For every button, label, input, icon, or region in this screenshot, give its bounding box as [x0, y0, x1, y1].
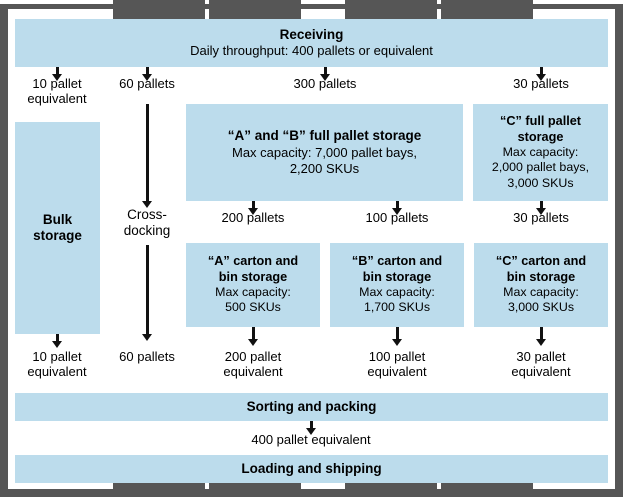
- b-carton-bin-storage-title: “B” carton and bin storage: [351, 254, 443, 284]
- flow-label-receiving-c: 30 pallets: [513, 76, 569, 91]
- dock-door-top-1: [113, 0, 205, 19]
- loading-and-shipping-title: Loading and shipping: [241, 460, 382, 476]
- c-full-pallet-storage-title: “C” full pallet storage: [499, 114, 582, 144]
- flow-label-c-carton-in: 30 pallets: [513, 210, 569, 225]
- flow-label-receiving-crossdock: 60 pallets: [119, 76, 175, 91]
- crossdocking-label: Cross- docking: [123, 207, 171, 238]
- sorting-and-packing-title: Sorting and packing: [246, 398, 377, 414]
- c-full-pallet-storage-box: “C” full pallet storage Max capacity: 2,…: [473, 104, 608, 201]
- flow-label-b-carton-in: 100 pallets: [365, 210, 429, 225]
- a-carton-bin-storage-box: “A” carton and bin storage Max capacity:…: [186, 243, 320, 327]
- dock-door-top-2: [209, 0, 301, 19]
- c-carton-bin-storage-box: “C” carton and bin storage Max capacity:…: [474, 243, 608, 327]
- flow-label-receiving-bulk: 10 pallet equivalent: [27, 76, 87, 107]
- flow-label-b-carton-out: 100 pallet equivalent: [367, 349, 427, 380]
- flow-label-bulk-out: 10 pallet equivalent: [27, 349, 87, 380]
- receiving-subtitle: Daily throughput: 400 pallets or equival…: [190, 43, 433, 59]
- flow-label-a-carton-in: 200 pallets: [221, 210, 285, 225]
- a-carton-bin-storage-title: “A” carton and bin storage: [207, 254, 299, 284]
- loading-and-shipping-box: Loading and shipping: [15, 455, 608, 483]
- flow-label-receiving-ab: 300 pallets: [293, 76, 357, 91]
- flow-label-sorting-output: 400 pallet equivalent: [251, 432, 371, 447]
- bulk-storage-title: Bulk storage: [33, 211, 82, 243]
- warehouse-wall-bottom: [4, 489, 619, 497]
- c-full-pallet-storage-subtitle: Max capacity: 2,000 pallet bays, 3,000 S…: [491, 145, 590, 190]
- dock-door-top-4: [441, 0, 533, 19]
- warehouse-wall-left: [0, 4, 8, 497]
- flow-label-c-carton-out: 30 pallet equivalent: [511, 349, 571, 380]
- c-carton-bin-storage-subtitle: Max capacity: 3,000 SKUs: [503, 285, 579, 315]
- receiving-title: Receiving: [279, 26, 344, 42]
- dock-door-top-3: [345, 0, 437, 19]
- warehouse-wall-top: [4, 4, 619, 9]
- c-carton-bin-storage-title: “C” carton and bin storage: [495, 254, 587, 284]
- warehouse-wall-right: [615, 4, 623, 497]
- ab-full-pallet-storage-title: “A” and “B” full pallet storage: [227, 128, 422, 144]
- ab-full-pallet-storage-box: “A” and “B” full pallet storage Max capa…: [186, 104, 463, 201]
- sorting-and-packing-box: Sorting and packing: [15, 393, 608, 421]
- flow-label-crossdock-out: 60 pallets: [119, 349, 175, 364]
- a-carton-bin-storage-subtitle: Max capacity: 500 SKUs: [215, 285, 291, 315]
- flow-label-a-carton-out: 200 pallet equivalent: [223, 349, 283, 380]
- ab-full-pallet-storage-subtitle: Max capacity: 7,000 pallet bays, 2,200 S…: [232, 144, 417, 176]
- b-carton-bin-storage-box: “B” carton and bin storage Max capacity:…: [330, 243, 464, 327]
- bulk-storage-box: Bulk storage: [15, 122, 100, 334]
- receiving-box: Receiving Daily throughput: 400 pallets …: [15, 19, 608, 67]
- b-carton-bin-storage-subtitle: Max capacity: 1,700 SKUs: [359, 285, 435, 315]
